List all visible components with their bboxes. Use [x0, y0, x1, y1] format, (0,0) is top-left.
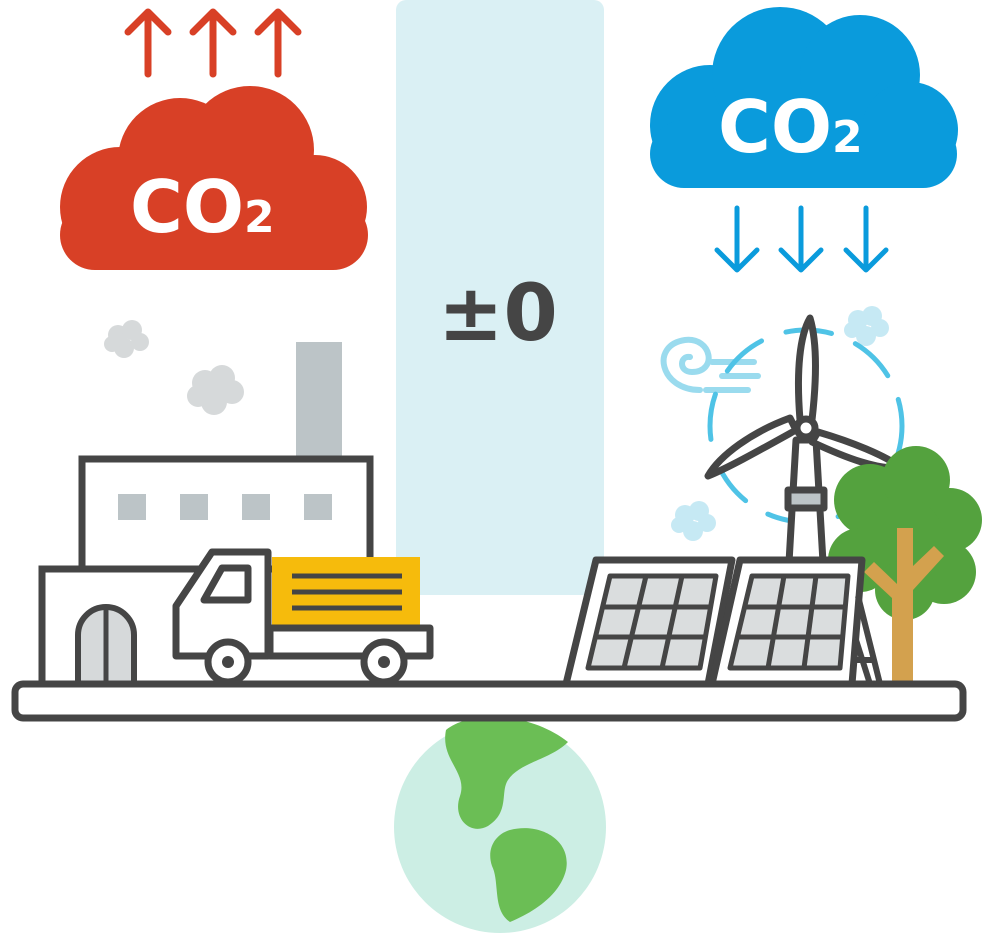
truck-icon	[172, 548, 434, 686]
air-puff-icon	[844, 306, 889, 346]
emission-cloud	[60, 86, 368, 270]
clean-air-puffs	[671, 306, 889, 541]
truck-bed	[266, 624, 434, 660]
turbine-hub	[793, 415, 819, 441]
earth-land-south	[490, 828, 567, 922]
balance-panel	[396, 0, 604, 595]
arrow-up-icon	[254, 8, 302, 78]
arrow-up-icon	[189, 8, 237, 78]
emission-arrows	[124, 8, 302, 78]
arrow-up-icon	[124, 8, 172, 78]
arrow-down-icon	[714, 205, 760, 273]
absorption-co2-label: CO2	[718, 85, 863, 169]
factory-windows	[118, 494, 332, 520]
turbine-blade-left	[704, 414, 800, 480]
truck-window	[200, 564, 252, 604]
solar-panel-icon	[562, 556, 883, 688]
ground-bar	[11, 680, 967, 722]
balance-label: ±0	[438, 269, 558, 359]
arrow-down-icon	[843, 205, 889, 273]
turbine-blade-up	[794, 314, 819, 424]
solar-panel-stand	[852, 595, 883, 685]
arrow-down-icon	[778, 205, 824, 273]
earth-globe-icon	[394, 716, 606, 933]
emission-co2-label: CO2	[130, 165, 275, 249]
tree-trunk	[864, 528, 944, 684]
absorption-arrows	[714, 205, 889, 273]
factory-chimney	[296, 342, 342, 462]
air-puff-icon	[671, 501, 716, 541]
smoke-puffs	[104, 320, 244, 415]
tree-icon	[828, 446, 982, 684]
absorption-cloud	[650, 7, 958, 188]
smoke-puff-icon	[187, 365, 244, 415]
wind-swirl-icon	[660, 336, 761, 393]
smoke-puff-icon	[104, 320, 149, 358]
earth-land-north	[445, 716, 568, 829]
